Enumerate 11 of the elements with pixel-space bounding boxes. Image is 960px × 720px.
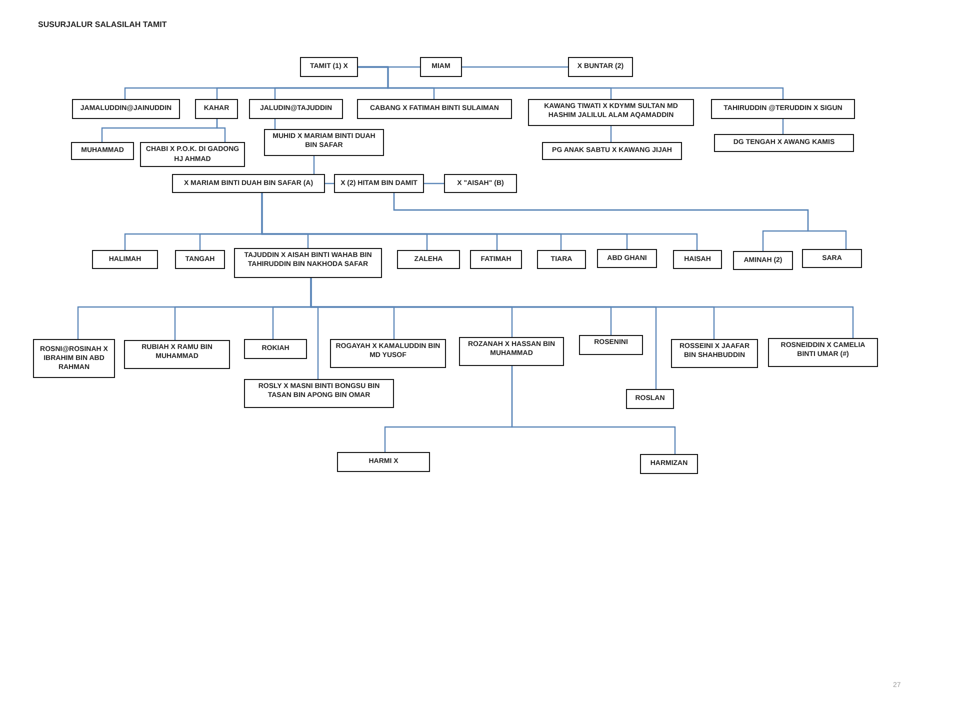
connector-line [216,119,226,142]
diagram-title: SUSURJALUR SALASILAH TAMIT [38,20,167,29]
connector-line [313,156,315,174]
connector-line [511,366,676,454]
connector-line [261,193,698,250]
connector-line [782,119,784,134]
connector-line [462,66,568,68]
connector-line [274,119,276,129]
connector-line [358,66,784,99]
connector-line [610,126,612,142]
connector-line [424,182,444,184]
